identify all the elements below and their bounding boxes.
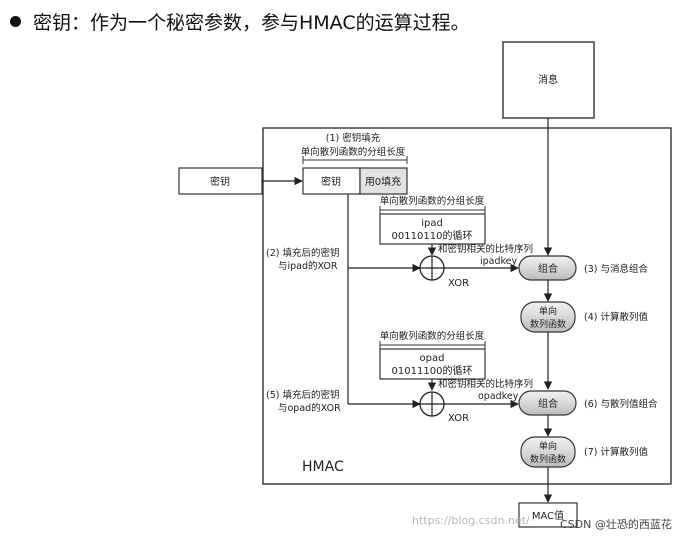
hash-2-line1: 单向 xyxy=(539,440,557,452)
message-box xyxy=(502,41,595,119)
zero-fill-box xyxy=(359,167,408,195)
watermark-url: https://blog.csdn.net/ xyxy=(412,514,530,527)
step2-line1: (2) 填充后的密钥 xyxy=(266,247,339,259)
hmac-label: HMAC xyxy=(302,459,344,475)
opad-bits: 01011100的循环 xyxy=(392,364,473,377)
step2-line2: 与ipad的XOR xyxy=(278,260,338,272)
key-input-label: 密钥 xyxy=(210,175,230,188)
mac-value-box xyxy=(518,502,578,528)
message-label: 消息 xyxy=(538,73,558,86)
opad-box xyxy=(379,348,486,380)
combine-2-label: 组合 xyxy=(538,397,558,410)
bullet-dot-icon xyxy=(10,15,21,27)
xor-1-label: XOR xyxy=(448,278,469,289)
step3-label: (3) 与消息组合 xyxy=(584,263,648,275)
hash-1-line2: 数列函数 xyxy=(530,318,566,330)
block-length-label-2: 单向散列函数的分组长度 xyxy=(380,195,485,207)
opad-title: opad xyxy=(420,353,445,364)
block-length-label-1: 单向散列函数的分组长度 xyxy=(301,146,406,158)
step4-label: (4) 计算散列值 xyxy=(584,311,648,323)
padded-key-label: 密钥 xyxy=(321,175,341,188)
heading-line: 密钥：作为一个秘密参数，参与HMAC的运算过程。 xyxy=(10,6,470,36)
step7-label: (7) 计算散列值 xyxy=(584,446,648,458)
key-bit-seq-1: 和密钥相关的比特序列 xyxy=(438,243,533,255)
hmac-frame xyxy=(262,127,672,485)
step1-label: (1) 密钥填充 xyxy=(326,132,381,144)
mac-value-label: MAC值 xyxy=(532,509,564,522)
xor-2-label: XOR xyxy=(448,413,469,424)
zero-fill-label: 用0填充 xyxy=(365,175,401,188)
ipad-box xyxy=(379,213,486,245)
padded-key-box xyxy=(302,167,361,195)
combine-1-label: 组合 xyxy=(538,262,558,275)
hash-2-line2: 数列函数 xyxy=(530,453,566,465)
ipadkey-label: ipadkey xyxy=(480,256,518,267)
step5-line1: (5) 填充后的密钥 xyxy=(266,389,339,401)
step6-label: (6) 与散列值组合 xyxy=(584,398,658,410)
key-bit-seq-2: 和密钥相关的比特序列 xyxy=(438,378,533,390)
watermark-credit: CSDN @壮恐的西蓝花 xyxy=(560,517,672,531)
block-length-label-3: 单向散列函数的分组长度 xyxy=(380,330,485,342)
opadkey-label: opadkey xyxy=(478,391,519,402)
step5-line2: 与opad的XOR xyxy=(278,402,341,414)
ipad-title: ipad xyxy=(421,218,443,229)
heading-text: 密钥：作为一个秘密参数，参与HMAC的运算过程。 xyxy=(33,11,470,34)
hash-1-line1: 单向 xyxy=(539,305,557,317)
ipad-bits: 00110110的循环 xyxy=(392,229,473,242)
